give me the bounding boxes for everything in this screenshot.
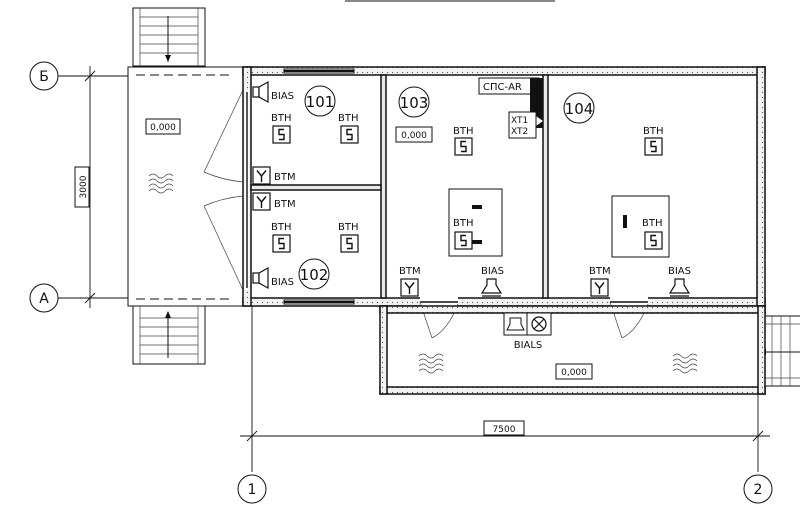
bth-label-104a: BTH [643, 126, 664, 137]
elevation-mark-entry [145, 118, 181, 135]
axis-label-col-right: 2 [754, 482, 763, 498]
manual-callpoint-icon-101 [252, 166, 271, 185]
bth-label-102b: BTH [338, 222, 359, 233]
stair-bottom [132, 305, 206, 365]
siren-icon-101 [252, 81, 269, 103]
panel-label: СПС-AR [483, 82, 522, 93]
axis-bubble-col-left [237, 474, 267, 504]
corridor-heater-icon-right [672, 353, 698, 374]
axis-bubble-row-top [29, 61, 59, 91]
room-102-number: 102 [300, 266, 329, 284]
heat-detector-icon-104b [644, 231, 663, 250]
door-leaf-upper [203, 89, 244, 173]
bias-label-102: BIAS [271, 277, 294, 288]
room-102: BTM BTH BTH BIAS 102 [252, 192, 359, 290]
entry-vestibule: 0,000 [127, 66, 244, 307]
room-101-marker [304, 85, 336, 117]
bias-label-101: BIAS [271, 91, 294, 102]
bth-label-102a: BTH [271, 222, 292, 233]
bth-label-103a: BTH [453, 126, 474, 137]
axis-bubble-row-bottom [29, 283, 59, 313]
dimension-vertical-value: 3000 [79, 175, 89, 198]
bth-label-101a: BTH [271, 113, 292, 124]
stair-top [132, 7, 206, 67]
xt2-label: XT2 [511, 127, 528, 137]
bias-label-103: BIAS [481, 266, 504, 277]
elevation-mark-corridor [555, 363, 593, 380]
heat-detector-icon-103a [454, 137, 473, 156]
dimension-horizontal: 7500 [240, 420, 770, 442]
room-103: 103 0,000 BTH СПС-AR XT1 XT2 BTH BTM BIA… [395, 77, 543, 297]
room-103-marker [398, 86, 430, 118]
elevation-text-corridor: 0,000 [561, 368, 587, 378]
manual-callpoint-icon-104 [590, 278, 609, 297]
dimension-horizontal-value: 7500 [493, 425, 516, 435]
manual-callpoint-icon-102 [252, 192, 271, 211]
bias-label-104: BIAS [668, 266, 691, 277]
corridor-heater-icon-left [418, 353, 444, 374]
siren-icon-102 [252, 267, 269, 289]
axis-label-row-bottom: А [39, 291, 49, 307]
door-leaf-lower [203, 205, 244, 291]
stair-right [760, 315, 800, 387]
bials-label: BIALS [514, 340, 543, 351]
grid-axes: Б А 1 2 [29, 61, 773, 504]
room-103-number: 103 [400, 94, 429, 112]
heater-icon [148, 173, 174, 194]
elevation-text-103: 0,000 [401, 131, 427, 141]
axis-bubble-col-right [743, 474, 773, 504]
axis-label-col-left: 1 [248, 482, 257, 498]
heat-detector-icon-104a [644, 137, 663, 156]
room-104-marker [563, 92, 595, 124]
room-101: 101 BIAS BTH BTH BTM [252, 81, 359, 185]
heat-detector-icon-101b [340, 125, 359, 144]
axis-label-row-top: Б [39, 69, 49, 85]
heat-detector-icon-101a [272, 125, 291, 144]
room-101-number: 101 [306, 93, 335, 111]
heat-detector-icon-102b [340, 234, 359, 253]
heat-detector-icon-102a [272, 234, 291, 253]
elevation-text-entry: 0,000 [150, 123, 176, 133]
btm-label-103: BTM [399, 266, 421, 277]
xt1-label: XT1 [511, 116, 528, 126]
btm-label-102: BTM [274, 199, 296, 210]
dimension-vertical: 3000 [74, 66, 96, 308]
room-104-number: 104 [565, 100, 594, 118]
room-104: 104 BTH BTH BTM BIAS [563, 92, 691, 297]
bth-label-104b: BTH [642, 218, 663, 229]
heat-detector-icon-103b [454, 231, 473, 250]
corridor: 0,000 BIALS [379, 305, 766, 395]
btm-label-104: BTM [589, 266, 611, 277]
bth-label-101b: BTH [338, 113, 359, 124]
windows [245, 68, 355, 305]
siren-icon-104 [669, 278, 690, 297]
bth-label-103b: BTH [453, 218, 474, 229]
bials-device [503, 312, 552, 336]
btm-label-101: BTM [274, 172, 296, 183]
siren-icon-103 [481, 278, 502, 297]
elevation-mark-103 [395, 126, 433, 143]
manual-callpoint-icon-103 [400, 278, 419, 297]
room-102-marker [298, 258, 330, 290]
terminal-box [508, 111, 537, 139]
corridor-doors [419, 297, 649, 339]
